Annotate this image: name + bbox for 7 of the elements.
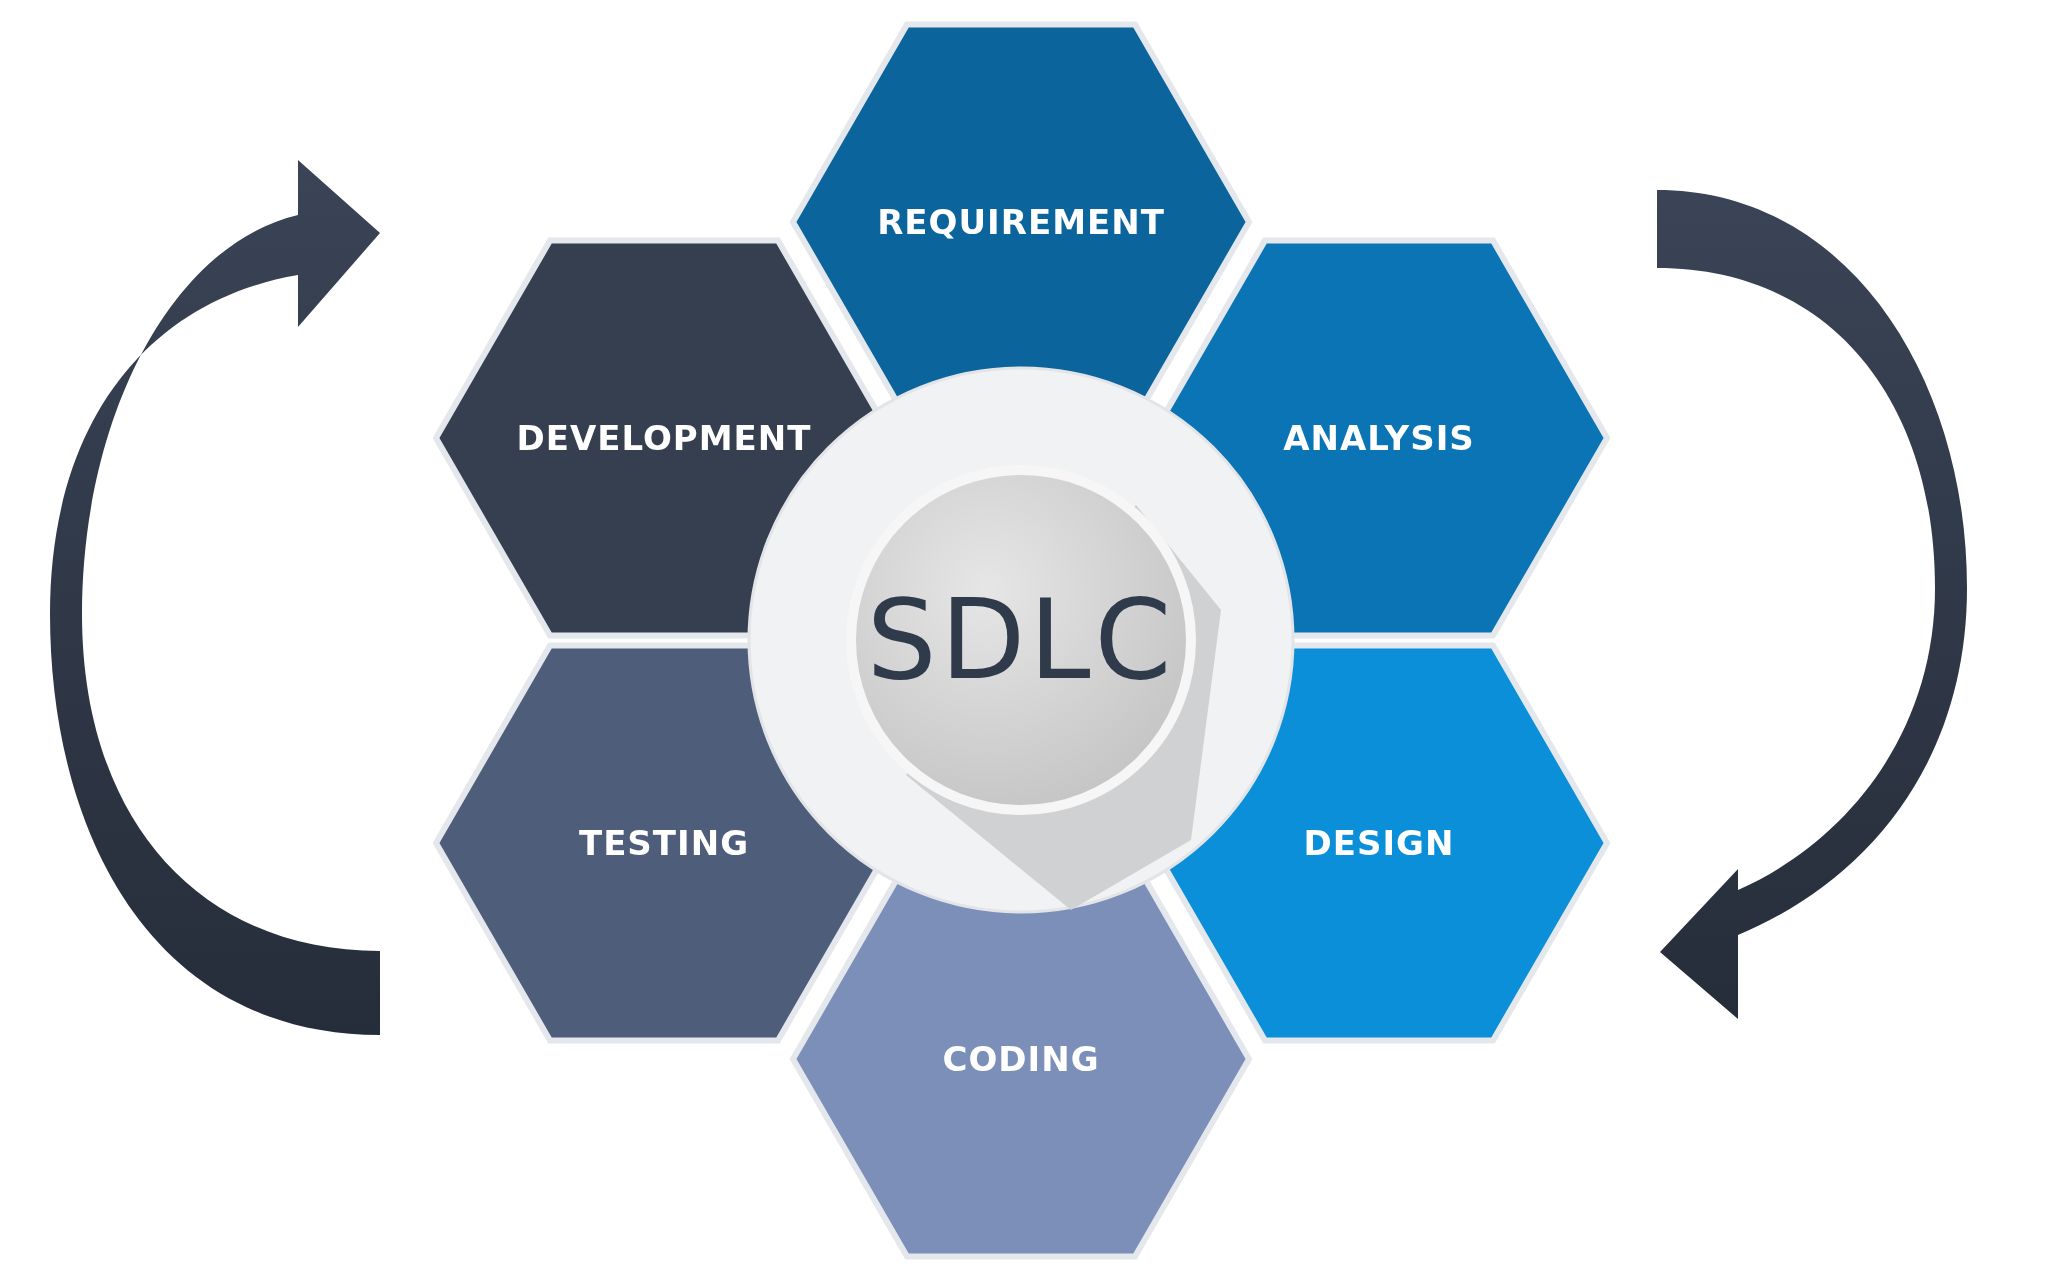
phase-label: CODING: [942, 1039, 1100, 1079]
phase-label: TESTING: [578, 823, 750, 863]
phase-label: REQUIREMENT: [877, 202, 1165, 242]
phase-label: DESIGN: [1303, 823, 1455, 863]
phase-label: ANALYSIS: [1283, 418, 1475, 458]
center-title: SDLC: [866, 576, 1176, 704]
phase-label: DEVELOPMENT: [516, 418, 812, 458]
